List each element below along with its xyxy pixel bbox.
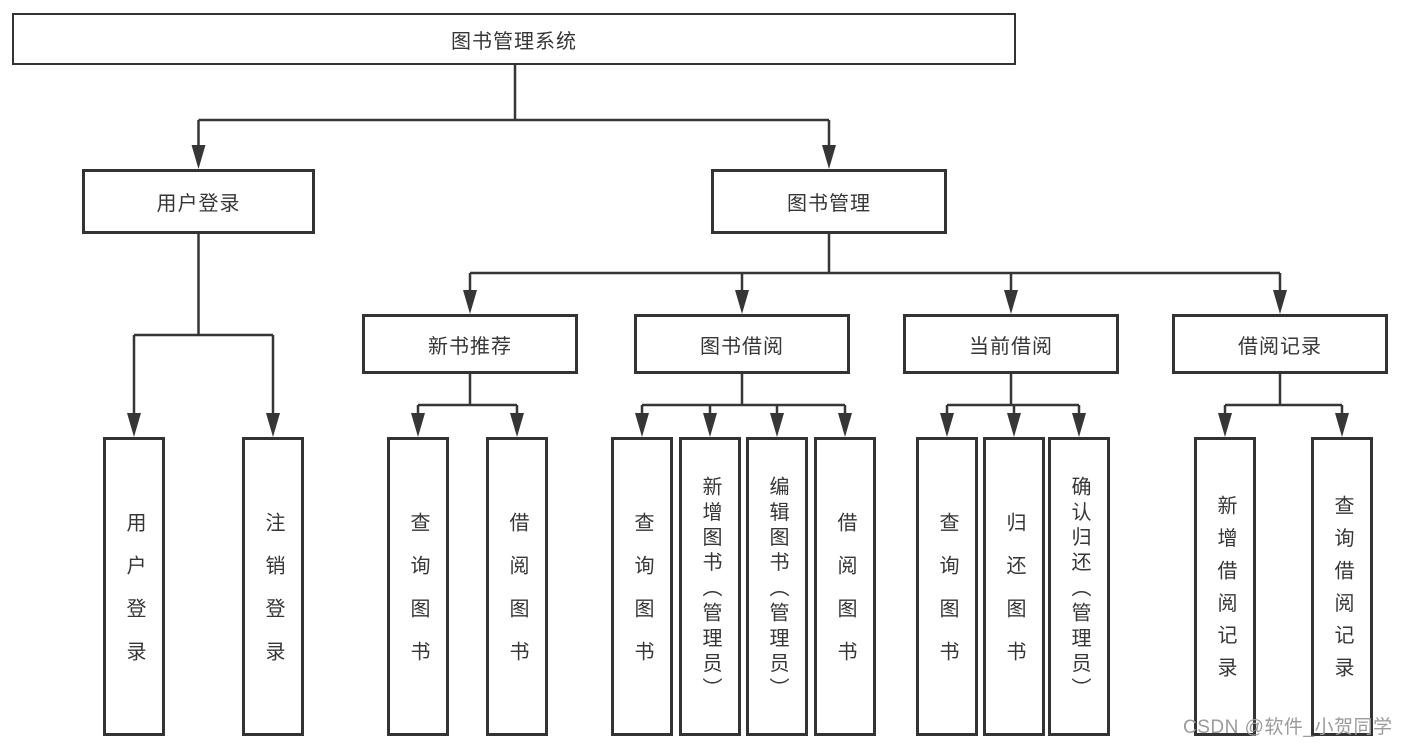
connector-user-branch <box>127 234 280 437</box>
node-book-management-label: 图书管理 <box>787 193 871 215</box>
connector-borrow-branch <box>635 374 852 437</box>
connector-root-branch <box>191 65 836 169</box>
leaf-add-book-admin: 新增图书（管理员） <box>679 437 741 736</box>
leaf-recommend-borrow-book: 借阅图书 <box>486 437 548 736</box>
csdn-watermark: CSDN @软件_小贺同学 <box>1183 717 1393 738</box>
connector-book-branch <box>463 234 1287 314</box>
node-current-borrowing-label: 当前借阅 <box>969 335 1053 358</box>
leaf-recommend-query-book: 查询图书 <box>387 437 449 736</box>
node-current-borrowing: 当前借阅 <box>903 314 1119 374</box>
connector-records-branch <box>1218 374 1349 437</box>
leaf-edit-book-admin: 编辑图书（管理员） <box>746 437 808 736</box>
node-book-borrowing: 图书借阅 <box>634 314 850 374</box>
leaf-user-login: 用户登录 <box>103 437 165 736</box>
node-library-system: 图书管理系统 <box>12 13 1016 65</box>
leaf-borrowing-borrow-book: 借阅图书 <box>814 437 876 736</box>
node-user-login: 用户登录 <box>82 169 315 234</box>
leaf-current-query-book: 查询图书 <box>916 437 978 736</box>
node-book-borrowing-label: 图书借阅 <box>700 335 784 358</box>
node-borrowing-records-label: 借阅记录 <box>1238 335 1322 358</box>
node-book-management: 图书管理 <box>711 169 947 234</box>
leaf-borrowing-query-book: 查询图书 <box>611 437 673 736</box>
leaf-add-borrow-record: 新增借阅记录 <box>1194 437 1256 736</box>
connector-current-branch <box>940 374 1086 437</box>
leaf-logout: 注销登录 <box>242 437 304 736</box>
node-borrowing-records: 借阅记录 <box>1172 314 1388 374</box>
leaf-confirm-return-admin: 确认归还（管理员） <box>1048 437 1110 736</box>
leaf-return-book: 归还图书 <box>983 437 1045 736</box>
node-library-system-label: 图书管理系统 <box>451 30 577 53</box>
leaf-query-borrow-record: 查询借阅记录 <box>1311 437 1373 736</box>
node-new-book-recommend-label: 新书推荐 <box>428 335 512 358</box>
node-new-book-recommend: 新书推荐 <box>362 314 578 374</box>
connector-recommend-branch <box>411 374 524 437</box>
node-user-login-label: 用户登录 <box>156 193 241 215</box>
